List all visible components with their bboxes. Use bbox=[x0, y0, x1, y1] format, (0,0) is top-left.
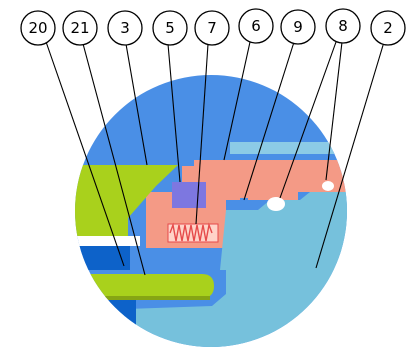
ball-part-8-large bbox=[267, 197, 285, 211]
dark-blue-part-20 bbox=[75, 246, 130, 270]
marker-part-9 bbox=[240, 198, 248, 210]
callout-label: 9 bbox=[293, 18, 303, 36]
callout-6: 6 bbox=[238, 8, 274, 44]
callout-label: 2 bbox=[383, 19, 393, 37]
callout-20: 20 bbox=[20, 10, 56, 46]
leader-7 bbox=[195, 43, 209, 225]
callout-label: 20 bbox=[28, 19, 47, 37]
carrier-notch bbox=[180, 156, 194, 166]
callout-21: 21 bbox=[62, 10, 98, 46]
leader-5 bbox=[167, 43, 181, 183]
white-band bbox=[75, 236, 140, 246]
callout-7: 7 bbox=[194, 10, 230, 46]
callout-8: 8 bbox=[325, 8, 361, 44]
green-rod-part-21 bbox=[75, 274, 214, 298]
green-jaw-part-3 bbox=[75, 165, 178, 236]
rod-shadow bbox=[75, 296, 210, 300]
spring-coils bbox=[169, 222, 213, 242]
callout-label: 7 bbox=[207, 19, 217, 37]
section-view bbox=[75, 75, 347, 347]
callout-label: 6 bbox=[251, 17, 261, 35]
callout-label: 3 bbox=[120, 19, 130, 37]
leader-8b bbox=[325, 41, 343, 181]
leader-lines bbox=[43, 35, 385, 276]
leader-21 bbox=[81, 39, 146, 276]
callout-label: 8 bbox=[338, 17, 348, 35]
top-right-light-strip bbox=[230, 142, 347, 154]
callout-5: 5 bbox=[152, 10, 188, 46]
leader-20 bbox=[43, 35, 125, 267]
callout-9: 9 bbox=[280, 9, 316, 45]
purple-block-part-5 bbox=[172, 182, 206, 208]
callout-label: 21 bbox=[70, 19, 89, 37]
leader-9 bbox=[243, 41, 295, 201]
leader-3 bbox=[125, 43, 148, 166]
callout-label: 5 bbox=[165, 19, 175, 37]
leader-8a bbox=[279, 41, 337, 199]
ball-part-8-small bbox=[322, 181, 334, 191]
leader-2 bbox=[315, 41, 385, 269]
leader-6 bbox=[223, 41, 251, 161]
dark-blue-lower bbox=[75, 300, 136, 340]
callout-2: 2 bbox=[370, 10, 406, 46]
callout-3: 3 bbox=[107, 10, 143, 46]
